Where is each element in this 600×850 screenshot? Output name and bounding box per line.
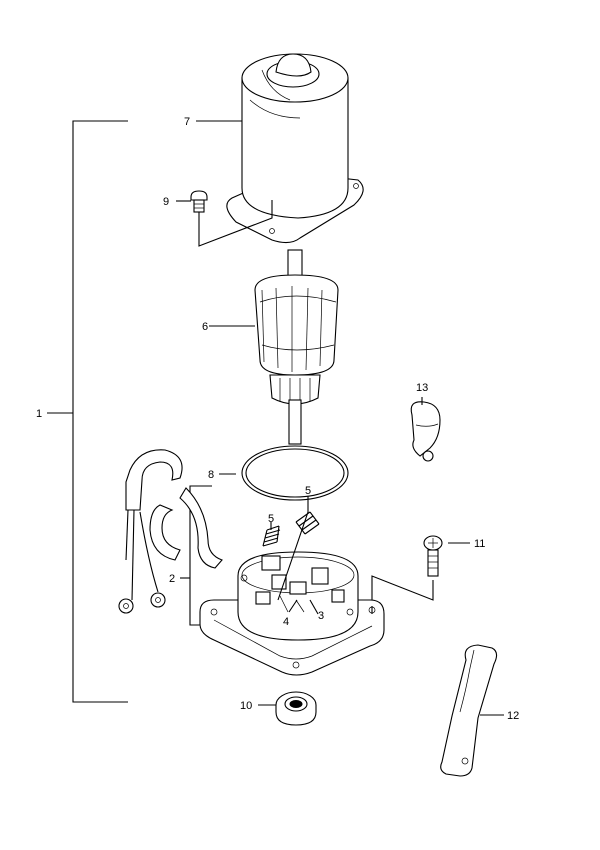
callout-13: 13 bbox=[416, 382, 428, 394]
callout-10: 10 bbox=[240, 700, 252, 712]
leader-lines bbox=[176, 120, 504, 716]
brush-holder-base bbox=[118, 449, 385, 676]
armature bbox=[254, 249, 339, 445]
seal-10 bbox=[275, 691, 317, 726]
motor-housing bbox=[226, 53, 364, 244]
clip-13 bbox=[410, 401, 441, 462]
screw-9 bbox=[190, 190, 273, 247]
callout-8: 8 bbox=[208, 469, 214, 481]
callout-5b: 5 bbox=[305, 485, 311, 497]
callout-2: 2 bbox=[169, 573, 175, 585]
callout-9: 9 bbox=[163, 196, 169, 208]
callout-4: 4 bbox=[283, 616, 289, 628]
o-ring bbox=[241, 445, 349, 501]
callout-11: 11 bbox=[474, 538, 485, 550]
callout-12: 12 bbox=[507, 710, 519, 722]
assembly-bracket-1 bbox=[47, 120, 128, 703]
spring-5a bbox=[262, 525, 281, 547]
callout-7: 7 bbox=[184, 116, 190, 128]
bracket-12 bbox=[440, 644, 498, 777]
callout-3: 3 bbox=[318, 610, 324, 622]
spring-5b bbox=[295, 511, 320, 535]
callout-1: 1 bbox=[36, 408, 42, 420]
callouts: 1 2 3 4 5 5 6 7 8 9 10 11 12 13 bbox=[36, 116, 519, 722]
screw-11 bbox=[371, 535, 443, 612]
assembly-bracket-2 bbox=[180, 485, 212, 626]
callout-6: 6 bbox=[202, 321, 208, 333]
callout-5a: 5 bbox=[268, 513, 274, 525]
